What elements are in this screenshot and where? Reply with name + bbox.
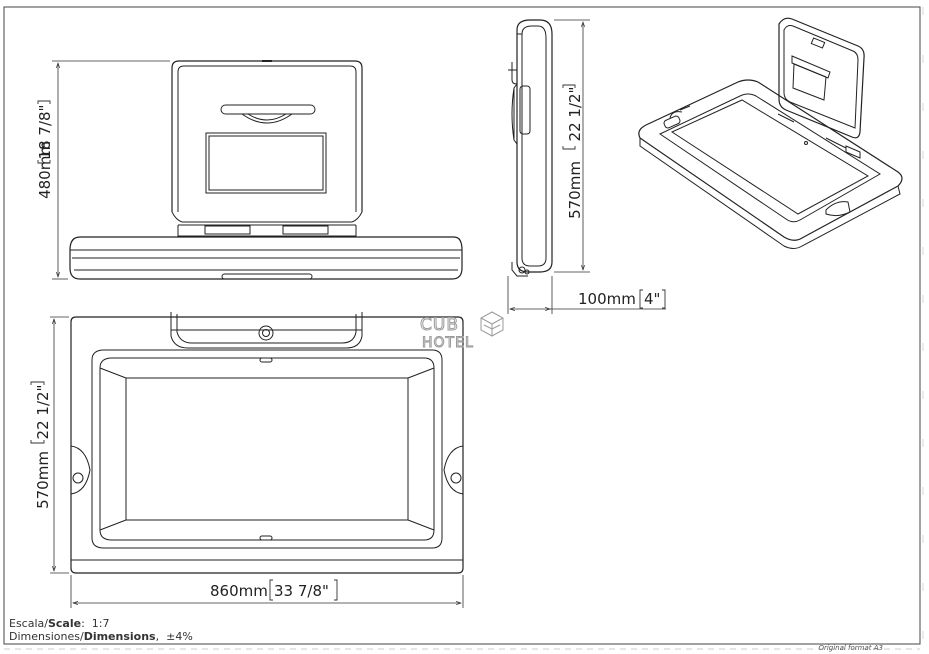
scale-value: 1:7 [91,617,110,630]
front-view [69,60,463,280]
side-view [508,19,553,277]
top-width-dimension [70,575,464,608]
top-depth-label-in: 22 1/2" [34,385,52,440]
dimensions-note: Dimensiones/Dimensions, ±4% [9,630,193,643]
scale-label-en: Scale [47,617,82,630]
front-height-dimension [52,60,170,280]
sheet-border [3,6,921,645]
side-depth-dimension [507,276,666,314]
top-depth-label: 570mm [34,451,52,509]
svg-text:HOTEL: HOTEL [422,335,474,351]
isometric-view [638,17,903,249]
top-width-label-in: 33 7/8" [274,582,329,600]
svg-text:CUB: CUB [420,315,459,335]
dim-value: ±4% [166,630,193,643]
side-height-label: 570mm [566,161,584,219]
cub-hotel-logo: CUB HOTEL [420,311,504,352]
side-depth-label: 100mm [578,290,636,308]
dim-label-en: Dimensions [83,630,156,643]
top-width-label: 860mm [210,582,268,600]
side-height-label-in: 22 1/2" [566,87,584,142]
format-note: Original format A3 [818,644,883,652]
side-depth-label-in: 4" [644,290,660,308]
scale-note: Escala/Scale: 1:7 [9,617,110,630]
side-height-dimension [554,19,590,273]
scale-label-es: Escala/ [9,617,48,630]
top-view [70,312,464,574]
top-depth-dimension [50,316,69,574]
front-height-label: 480mm [36,141,54,199]
front-height-label-in: 18 7/8" [36,105,54,160]
dim-label-es: Dimensiones/ [9,630,84,643]
